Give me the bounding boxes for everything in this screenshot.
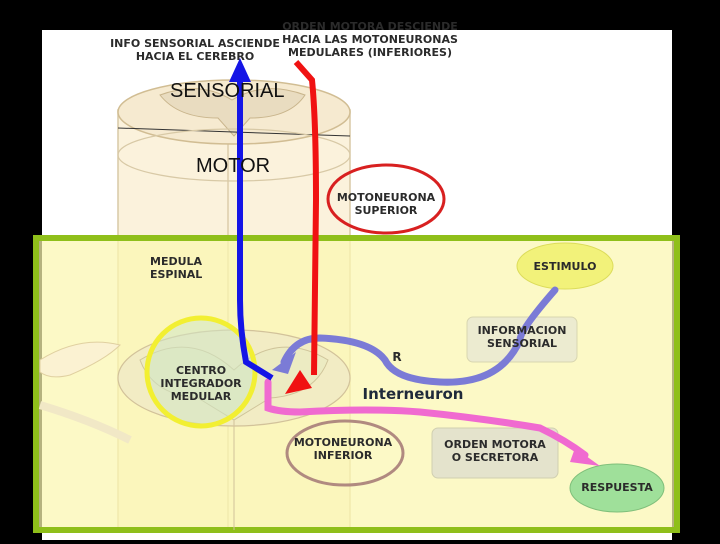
upper-motoneuron-label: MOTONEURONA SUPERIOR	[336, 191, 436, 217]
upper-motoneuron-circle	[326, 163, 446, 235]
motor-order-box	[431, 427, 559, 479]
response-label: RESPUESTA	[581, 481, 653, 494]
sensory-path-head	[272, 352, 296, 374]
ventral-root	[38, 401, 132, 444]
motor-path-head	[570, 448, 600, 466]
integrating-center-circle	[144, 315, 258, 429]
sensory-info-label: INFORMACION SENSORIAL	[477, 324, 567, 350]
motor-label: MOTOR	[196, 155, 271, 177]
motor-order-label: ORDEN MOTORA O SECRETORA	[444, 438, 546, 464]
sensorial-label: SENSORIAL	[170, 80, 285, 102]
ascending-sensory-arrow	[237, 78, 274, 381]
motor-path-arrow	[264, 378, 589, 459]
sensory-path-arrow	[280, 286, 559, 386]
dorsal-root	[39, 341, 121, 378]
descending-arrow-head	[285, 370, 312, 394]
interneuron-label: Interneuron	[362, 385, 464, 403]
ascending-arrow-head	[229, 58, 251, 82]
motor-descends-label: ORDEN MOTORA DESCIENDE HACIA LAS MOTONEU…	[282, 20, 458, 59]
lower-motoneuron-label: MOTONEURONA INFERIOR	[293, 436, 393, 462]
sensory-ascends-label: INFO SENSORIAL ASCIENDE HACIA EL CEREBRO	[110, 37, 280, 63]
stimulus-label: ESTIMULO	[533, 260, 597, 273]
spinal-cord-label: MEDULA ESPINAL	[150, 255, 203, 281]
response-node	[569, 463, 665, 513]
stimulus-node	[516, 242, 614, 290]
integrating-center-label: CENTRO INTEGRADOR MEDULAR	[160, 364, 242, 403]
lower-motoneuron-circle	[285, 419, 405, 487]
partial-r-label: R	[392, 350, 402, 364]
descending-motor-arrow	[293, 60, 320, 376]
